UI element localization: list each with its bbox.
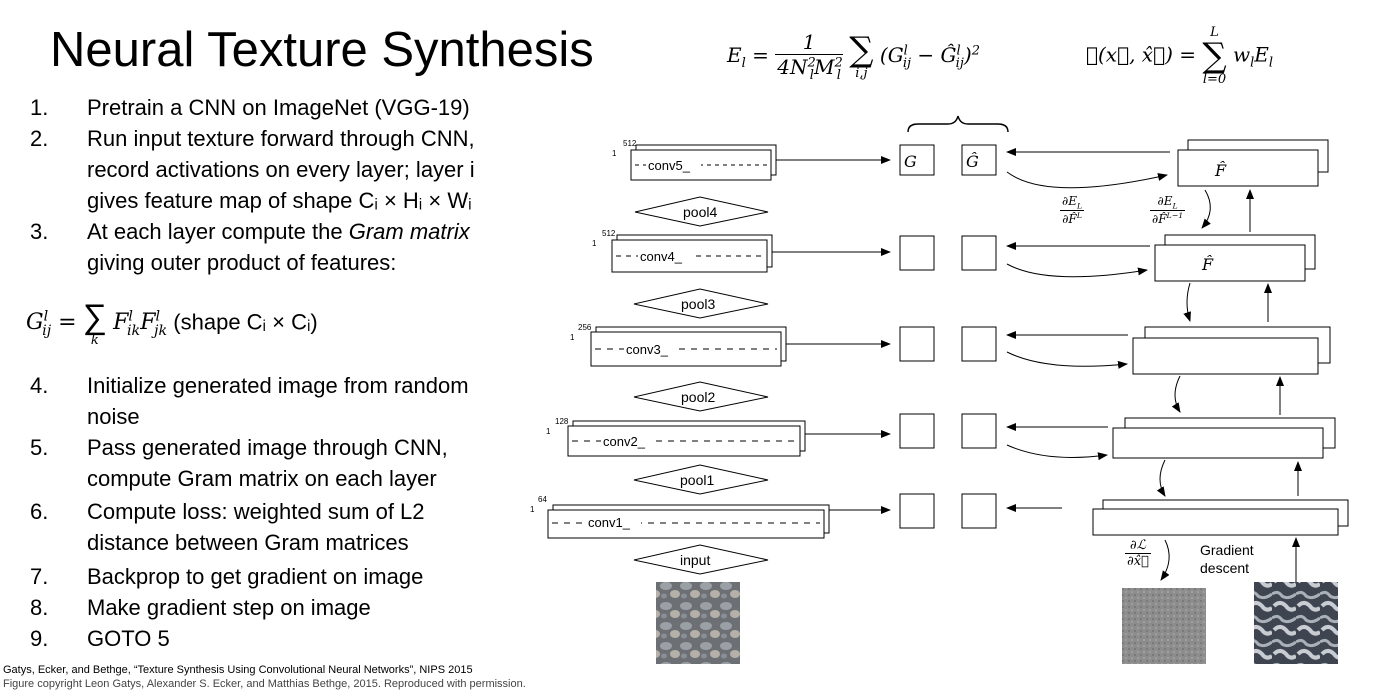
layer-conv1: 64 1 conv1_ — [530, 495, 891, 539]
pool2-arrow: pool2 — [633, 381, 769, 412]
layer-conv2: 128 1 conv2_ — [546, 417, 891, 457]
step-number: 8. — [30, 595, 49, 620]
step-number: 6. — [30, 499, 49, 524]
step-text: At each layer compute the Gram matrix — [87, 219, 470, 244]
layer-conv5: 512 1 conv5_ — [612, 139, 891, 181]
step-number: 4. — [30, 373, 49, 398]
generated-feature-stack: F̂ F̂ — [1092, 139, 1349, 536]
channel-label: 512 — [602, 229, 616, 238]
step-text: Compute loss: weighted sum of L2 — [87, 499, 425, 524]
pool-label: pool2 — [681, 389, 715, 405]
layer-name: conv1_ — [588, 515, 631, 530]
layer-conv3: 256 1 conv3_ — [570, 323, 891, 367]
step-number: 7. — [30, 564, 49, 589]
channel-label: 512 — [623, 139, 637, 148]
slide-title: Neural Texture Synthesis — [50, 23, 594, 77]
partial-el-fl1-label: ∂EL∂F̂L−1 — [1150, 194, 1186, 227]
gram-label: G — [904, 152, 917, 171]
layer-conv4: 512 1 conv4_ — [592, 229, 891, 273]
channel-label: 64 — [538, 495, 547, 504]
descent-label: descent — [1200, 560, 1249, 576]
pool1-arrow: pool1 — [633, 464, 769, 495]
gram-boxes: G Ĝ — [899, 115, 1009, 529]
feat-hat-label: F̂ — [1201, 255, 1214, 274]
step-text: Make gradient step on image — [87, 595, 371, 620]
noise-image — [1122, 588, 1206, 664]
pool-label: pool1 — [680, 472, 714, 488]
total-loss-equation: ℒ(x⃗, x̂⃗) = L∑l=0 wlEl — [1086, 25, 1274, 87]
layer-name: conv3_ — [626, 342, 669, 357]
feat-hat-label: F̂ — [1214, 161, 1227, 180]
one-label: 1 — [546, 427, 551, 436]
layer-name: conv2_ — [603, 434, 646, 449]
channel-label: 256 — [578, 323, 592, 332]
step-number: 5. — [30, 435, 49, 460]
input-arrow: input — [633, 544, 769, 575]
citation: Gatys, Ecker, and Bethge, “Texture Synth… — [3, 664, 473, 676]
step-text: Initialize generated image from random — [87, 373, 469, 398]
step-number: 1. — [30, 95, 49, 120]
partial-el-fl-label: ∂EL∂F̂L — [1060, 194, 1085, 227]
step-number: 2. — [30, 126, 49, 151]
gradient-label: Gradient — [1200, 542, 1254, 558]
step-text: giving outer product of features: — [87, 250, 397, 275]
layer-name: conv5_ — [648, 158, 691, 173]
pool-label: pool4 — [683, 204, 717, 220]
one-label: 1 — [612, 149, 617, 158]
pool4-arrow: pool4 — [634, 196, 769, 227]
partial-loss-x-label: ∂ℒ∂x̂⃗ — [1125, 538, 1151, 569]
input-label: input — [680, 552, 710, 568]
step-text: Backprop to get gradient on image — [87, 564, 424, 589]
layer-name: conv4_ — [640, 249, 683, 264]
emphasis-text: Gram matrix — [348, 219, 470, 244]
one-label: 1 — [530, 505, 535, 514]
feedback-arrows — [1006, 148, 1302, 590]
step-text: gives feature map of shape Cᵢ × Hᵢ × Wᵢ — [87, 188, 472, 213]
step-text: noise — [87, 404, 140, 429]
step-number: 3. — [30, 219, 49, 244]
step-text: Pretrain a CNN on ImageNet (VGG-19) — [87, 95, 470, 120]
step-text: Pass generated image through CNN, — [87, 435, 448, 460]
pool-label: pool3 — [681, 296, 715, 312]
one-label: 1 — [570, 333, 575, 342]
step-text: distance between Gram matrices — [87, 530, 409, 555]
step-text: GOTO 5 — [87, 626, 170, 651]
step-text: record activations on every layer; layer… — [87, 157, 475, 182]
input-texture-image — [656, 582, 740, 664]
step-number: 9. — [30, 626, 49, 651]
step-text: Run input texture forward through CNN, — [87, 126, 475, 151]
one-label: 1 — [592, 239, 597, 248]
synthesized-texture-image — [1254, 582, 1338, 664]
pool3-arrow: pool3 — [633, 288, 769, 319]
gram-shape-text: (shape Cᵢ × Cᵢ) — [173, 309, 318, 335]
gram-matrix-equation: Glij = ∑k FlikFljk (shape Cᵢ × Cᵢ) — [26, 298, 318, 348]
gram-hat-label: Ĝ — [966, 151, 979, 171]
channel-label: 128 — [555, 417, 569, 426]
step-text: compute Gram matrix on each layer — [87, 466, 437, 491]
